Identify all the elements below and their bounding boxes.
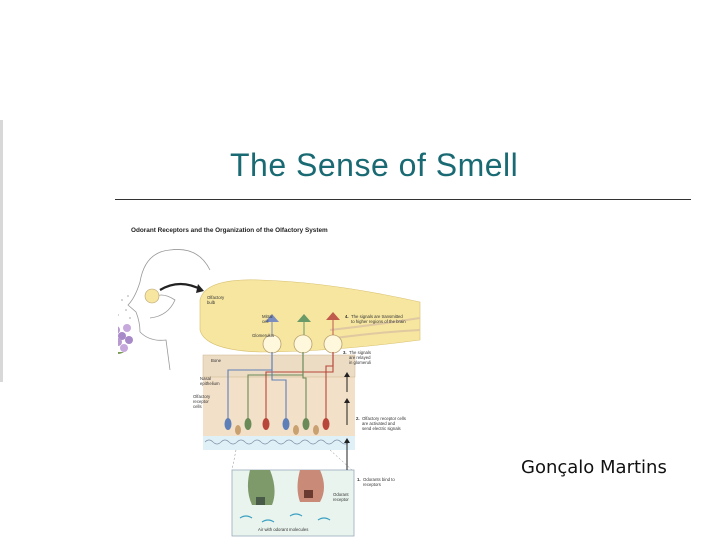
- step-4-line-2: to higher regions of the brain: [351, 319, 406, 324]
- bulb-locator-circle: [145, 289, 159, 303]
- label-mitral-cell-2: cell: [262, 319, 268, 324]
- inset-receptor-green: [256, 497, 265, 505]
- zoom-arrowhead: [196, 284, 204, 293]
- inset-receptor-red: [304, 490, 313, 498]
- step-2-line-3: send electric signals: [362, 426, 401, 431]
- label-odorant-receptor-2: receptor: [333, 497, 349, 502]
- label-receptor-cells-3: cells: [193, 404, 202, 409]
- olfactory-system-diagram: Olfactory bulb Mitral cell Glomerulus Bo…: [118, 214, 430, 544]
- head-profile: [128, 249, 210, 370]
- lilac-flowers: [118, 324, 133, 354]
- step-3-line-3: in glomeruli: [349, 360, 371, 365]
- label-nasal-epithelium-2: epithelium: [200, 381, 220, 386]
- step-1-line-2: receptors: [363, 482, 381, 487]
- zoom-lines: [232, 450, 352, 470]
- zoom-arrow: [160, 284, 202, 290]
- glomeruli: [263, 335, 342, 353]
- author-name: Gonçalo Martins: [521, 457, 667, 478]
- title-divider: [115, 199, 691, 200]
- scent-particles: [118, 295, 131, 319]
- label-olfactory-bulb-2: bulb: [207, 300, 216, 305]
- left-edge-strip: [0, 120, 3, 382]
- label-bone: Bone: [211, 358, 222, 363]
- step-4-number: 4.: [345, 314, 349, 319]
- label-air-odorant: Air with odorant molecules: [258, 527, 308, 532]
- slide-title: The Sense of Smell: [230, 147, 518, 184]
- step-2-number: 2.: [356, 416, 360, 421]
- step-1-number: 1.: [357, 477, 361, 482]
- label-glomerulus: Glomerulus: [252, 333, 274, 338]
- step-3-number: 3.: [343, 350, 347, 355]
